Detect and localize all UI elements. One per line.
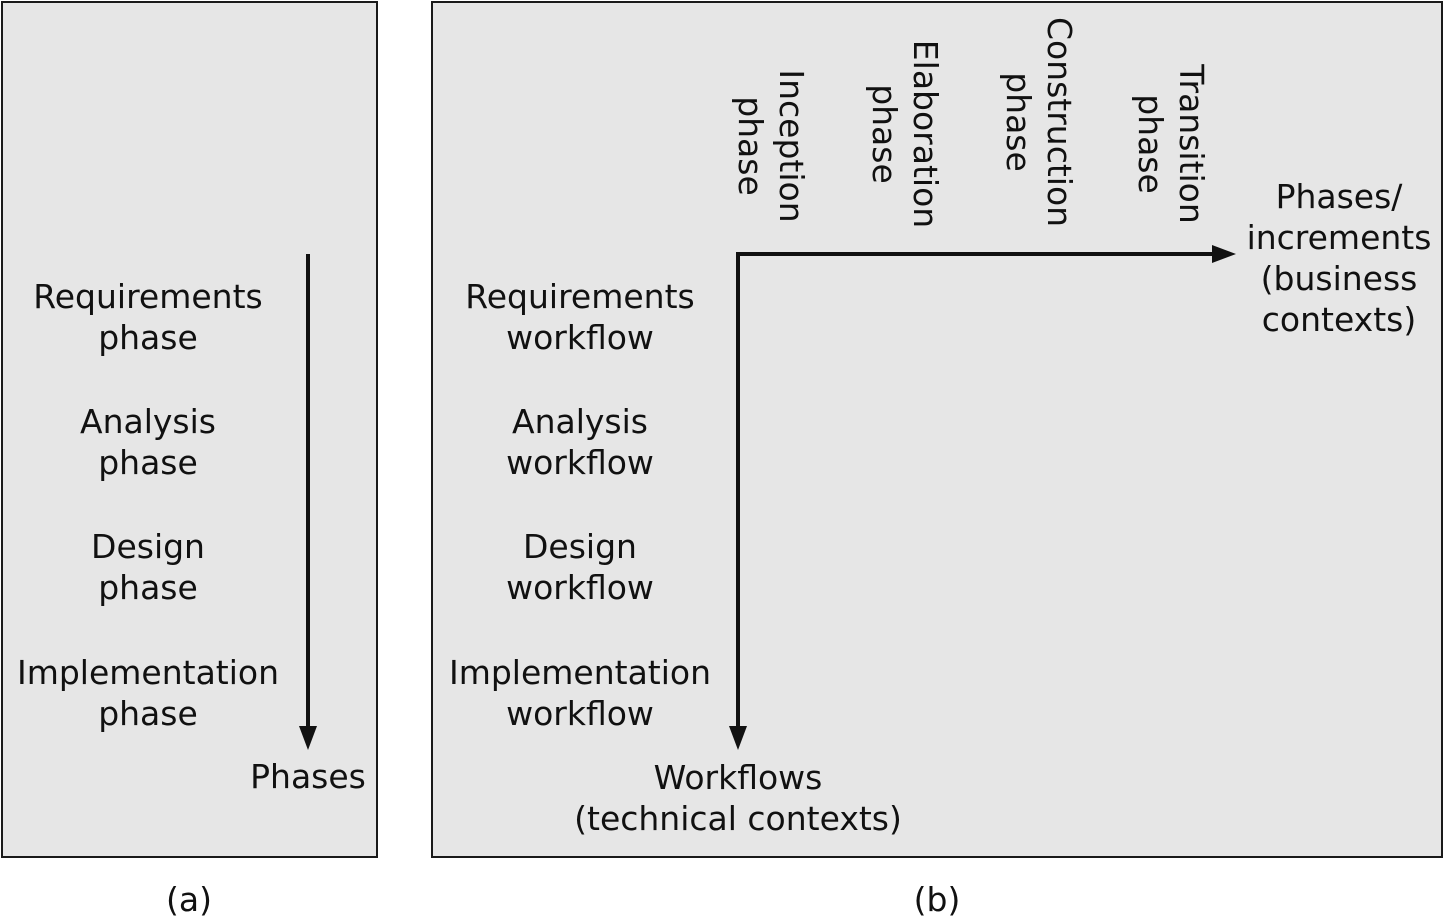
axis-label-line4: contexts) bbox=[1261, 300, 1417, 339]
phase-line1: Inception bbox=[772, 69, 811, 223]
workflow-line2: workflow bbox=[506, 318, 654, 357]
panel-b-workflow-requirements: Requirements workflow bbox=[465, 276, 694, 358]
panel-b-phase-elaboration: Elaboration phase bbox=[864, 40, 946, 228]
panel-a-item-analysis: Analysis phase bbox=[80, 401, 216, 483]
phase-line1: Construction bbox=[1040, 16, 1079, 228]
panel-a-axis-label: Phases bbox=[250, 756, 366, 797]
panel-b-workflow-implementation: Implementation workflow bbox=[449, 652, 711, 734]
panel-b-unified-process bbox=[431, 1, 1443, 858]
panel-a-item-requirements: Requirements phase bbox=[33, 276, 262, 358]
axis-label-line2: (technical contexts) bbox=[574, 799, 902, 838]
panel-b-horizontal-axis-label: Phases/ increments (business contexts) bbox=[1247, 176, 1432, 340]
panel-b-workflow-analysis: Analysis workflow bbox=[506, 401, 654, 483]
panel-a-item-design: Design phase bbox=[91, 526, 205, 608]
phase-line2: phase bbox=[865, 84, 904, 184]
item-line1: Implementation bbox=[16, 653, 280, 692]
item-line1: Design bbox=[91, 527, 205, 566]
panel-b-workflow-design: Design workflow bbox=[506, 526, 654, 608]
axis-label-text: Phases bbox=[250, 757, 366, 796]
workflow-line1: Design bbox=[523, 527, 637, 566]
phase-line2: phase bbox=[1131, 94, 1170, 194]
item-line1: Analysis bbox=[80, 402, 216, 441]
axis-label-line3: (business bbox=[1260, 259, 1418, 298]
axis-label-line1: Workflows bbox=[653, 758, 823, 797]
workflow-line1: Implementation bbox=[448, 653, 712, 692]
item-line2: phase bbox=[98, 568, 198, 607]
workflow-line1: Analysis bbox=[512, 402, 648, 441]
item-line2: phase bbox=[98, 694, 198, 733]
phase-line2: phase bbox=[999, 72, 1038, 172]
axis-label-line2: increments bbox=[1246, 218, 1432, 257]
workflow-line1: Requirements bbox=[465, 277, 695, 316]
item-line1: Requirements bbox=[33, 277, 263, 316]
panel-a-waterfall bbox=[1, 1, 378, 858]
workflow-line2: workflow bbox=[506, 694, 654, 733]
workflow-line2: workflow bbox=[506, 568, 654, 607]
panel-b-phase-construction: Construction phase bbox=[998, 17, 1080, 227]
item-line2: phase bbox=[98, 318, 198, 357]
phase-line1: Elaboration bbox=[906, 39, 945, 229]
item-line2: phase bbox=[98, 443, 198, 482]
workflow-line2: workflow bbox=[506, 443, 654, 482]
phase-line2: phase bbox=[731, 96, 770, 196]
axis-label-line1: Phases/ bbox=[1275, 177, 1403, 216]
panel-b-phase-inception: Inception phase bbox=[730, 69, 812, 222]
panel-a-caption: (a) bbox=[166, 880, 212, 919]
panel-b-vertical-axis-label: Workflows (technical contexts) bbox=[574, 757, 902, 839]
panel-b-caption: (b) bbox=[913, 880, 961, 919]
panel-a-item-implementation: Implementation phase bbox=[17, 652, 279, 734]
panel-b-phase-transition: Transition phase bbox=[1130, 64, 1212, 224]
phase-line1: Transition bbox=[1172, 64, 1211, 224]
